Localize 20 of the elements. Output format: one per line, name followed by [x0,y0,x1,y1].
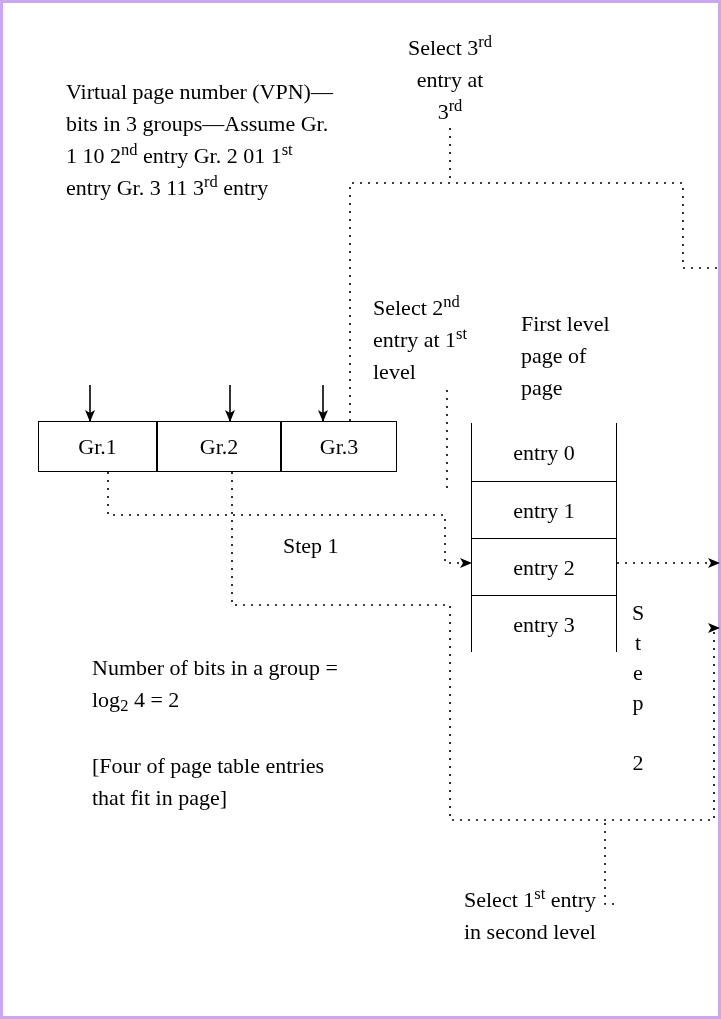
table-heading: First level page of page [521,310,611,402]
arrow [616,558,720,568]
annotation-text: Select 2$^{nd}$ entry at 1$^{st}$ level [373,292,469,386]
group-field: Gr.1 [38,421,157,472]
group-field: Gr.2 [157,421,281,472]
annotation-text: Select 3$^{rd}$ entry at 3$^{rd}$ [407,32,493,126]
table-entry: entry 3 [471,595,617,652]
note-text: [Four of page table entries that fit in page] [92,752,326,812]
step-label: Step 2 [630,599,646,777]
arrow [318,384,328,422]
group-field: Gr.3 [281,421,397,472]
vpn-note: Virtual page number (VPN)—bits in 3 groups—Assume Gr. 1 10 2$^{nd}$ entry Gr. 2 01 1$^{st}$ entry Gr. 3 11 3$^{rd}$ entry [66,78,334,202]
step-label: Step 1 [283,532,339,560]
arrow [225,384,235,422]
arrow [231,471,720,821]
arrow [85,384,95,422]
arrow [107,471,472,568]
annotation-text: Select 1$^{st}$ entry in second level [464,884,597,946]
connector-line [604,821,615,905]
note-text: Number of bits in a group = log$_{2}$ 4 = 2 [92,654,339,716]
